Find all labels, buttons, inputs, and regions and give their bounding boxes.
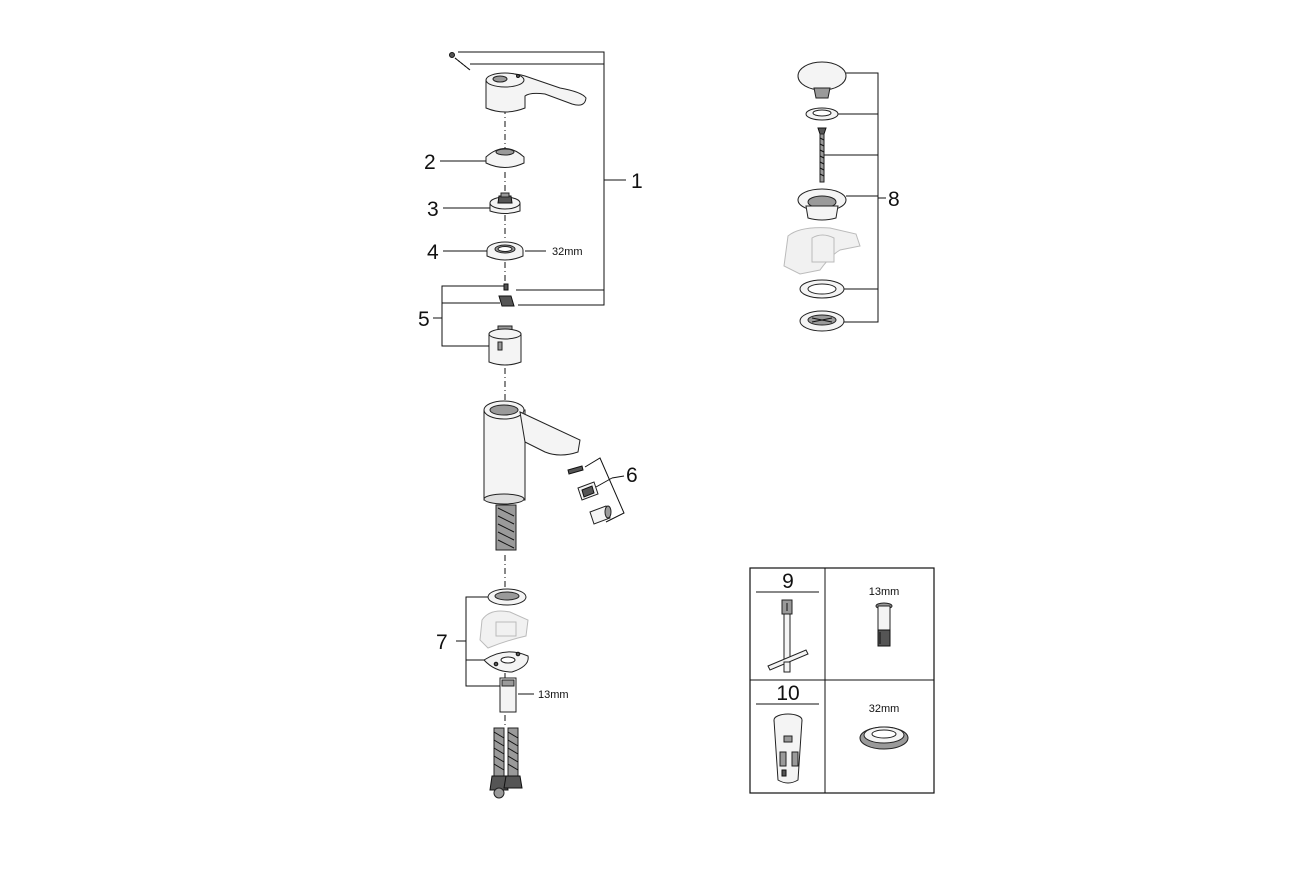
callout-2: 2 [424, 151, 436, 174]
ring-nut-icon [859, 726, 909, 750]
dimension-hose-nut: 13mm [538, 689, 569, 701]
mixer-body [483, 400, 581, 551]
callout-7: 7 [436, 631, 448, 654]
callout-leaders-left [433, 51, 626, 695]
part-5-cartridge [488, 283, 522, 366]
lever-handle [449, 52, 587, 113]
tool-9-number: 9 [782, 570, 794, 593]
part-7-fixing-set [479, 588, 529, 713]
callout-6: 6 [626, 464, 638, 487]
t-wrench-icon [767, 599, 809, 673]
dimension-cartridge-nut: 32mm [552, 246, 583, 258]
tool-10-size: 32mm [869, 703, 900, 715]
callout-8: 8 [888, 188, 900, 211]
socket-wrench-icon [773, 713, 803, 784]
part-4-cartridge-nut [486, 241, 524, 261]
callout-leaders-right [824, 72, 886, 323]
tool-10-number: 10 [776, 682, 799, 705]
part-3-adapter [489, 192, 521, 214]
callout-4: 4 [427, 241, 439, 264]
callout-1: 1 [631, 170, 643, 193]
callout-3: 3 [427, 198, 439, 221]
part-6-aerator [567, 465, 612, 525]
callout-5: 5 [418, 308, 430, 331]
tool-9-size: 13mm [869, 586, 900, 598]
part-2-cover-cap [485, 148, 525, 168]
socket-insert-icon [875, 602, 893, 647]
flexible-hoses [489, 727, 523, 799]
